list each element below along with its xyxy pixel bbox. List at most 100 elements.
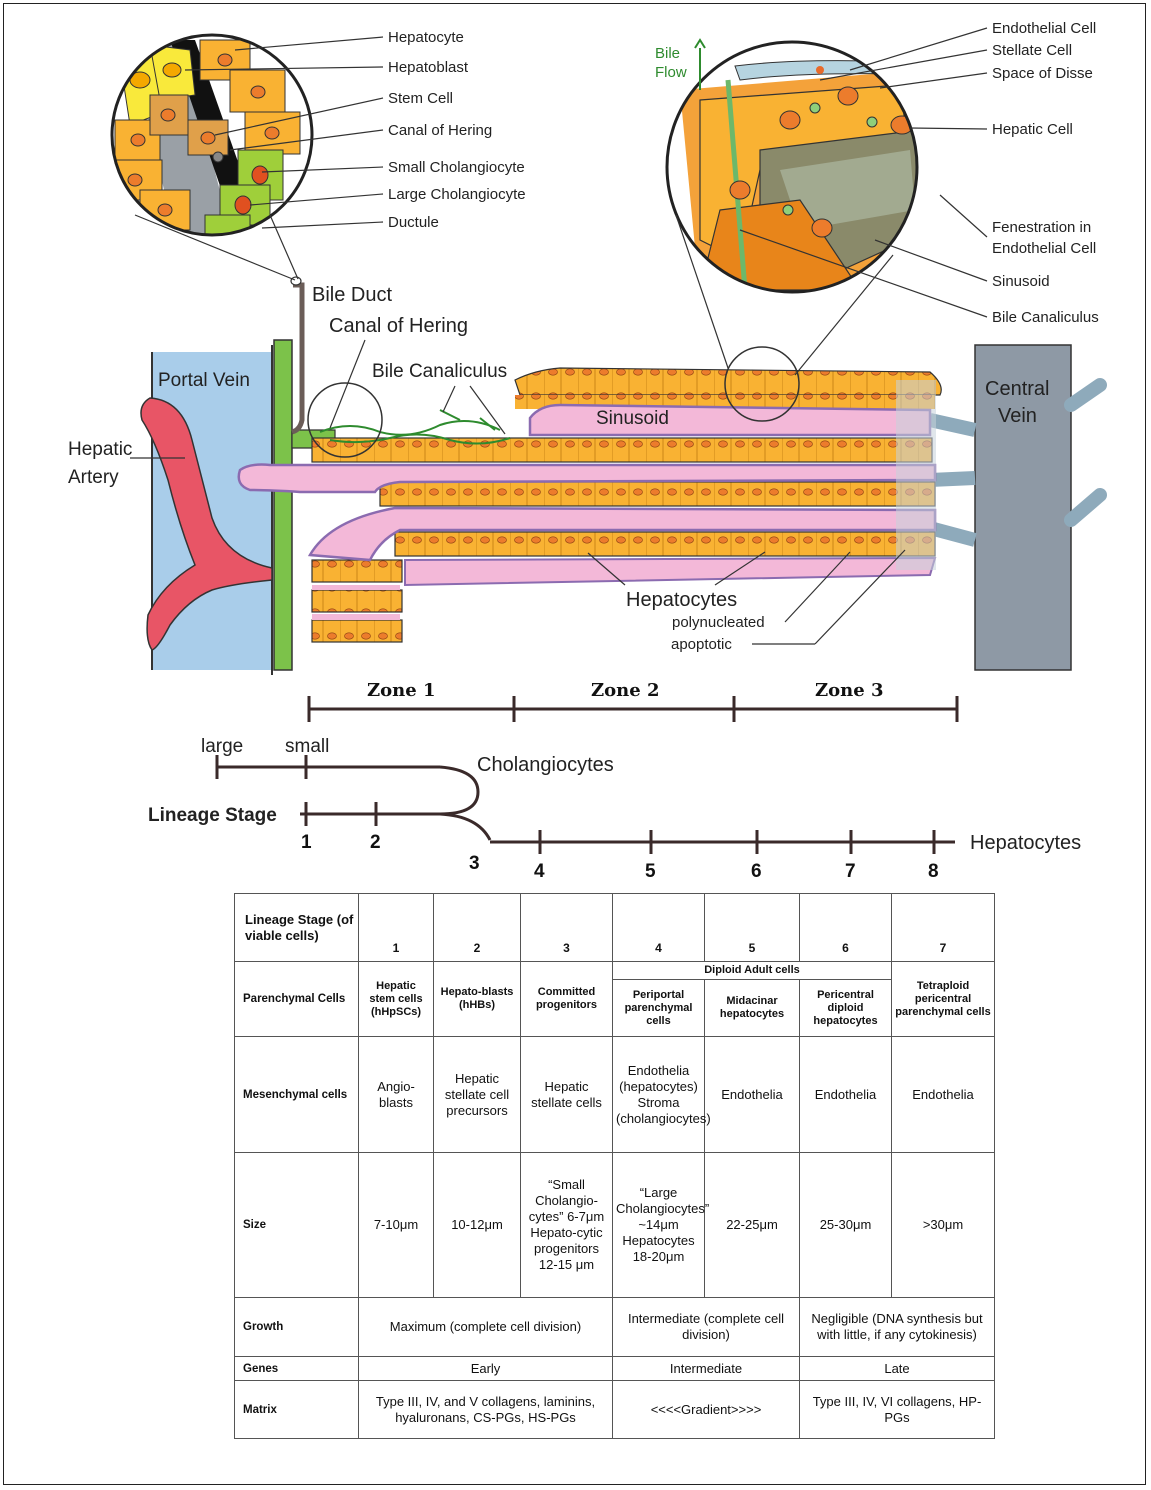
cell-parenchymal-7: Tetraploid pericentral parenchymal cells: [892, 962, 995, 1037]
sinusoids: [239, 405, 935, 620]
large-label: large: [201, 736, 243, 757]
table-row: Lineage Stage (of viable cells) 1 2 3 4 …: [235, 894, 995, 962]
cell-mesenchymal-2: Hepatic stellate cell precursors: [434, 1037, 521, 1153]
stage-6: 6: [751, 861, 762, 882]
cell-matrix-late: Type III, IV, VI collagens, HP-PGs: [800, 1381, 995, 1439]
cholangiocytes-label: Cholangiocytes: [477, 754, 614, 776]
cell-genes-intermediate: Intermediate: [613, 1357, 800, 1381]
small-label: small: [285, 736, 329, 757]
table-stage-2: 2: [434, 894, 521, 962]
left-inset: [110, 35, 320, 245]
bile-canaliculus-label: Bile Canaliculus: [372, 361, 507, 382]
label-large-cholangiocyte: Large Cholangiocyte: [388, 186, 526, 203]
cell-parenchymal-5: Midacinar hepatocytes: [705, 980, 800, 1037]
lineage-table: Lineage Stage (of viable cells) 1 2 3 4 …: [234, 893, 995, 1439]
cell-mesenchymal-5: Endothelia: [705, 1037, 800, 1153]
table-stage-6: 6: [800, 894, 892, 962]
cell-size-7: >30μm: [892, 1153, 995, 1298]
cell-matrix-early: Type III, IV, and V collagens, laminins,…: [359, 1381, 613, 1439]
table-row: Parenchymal Cells Hepatic stem cells (hH…: [235, 962, 995, 980]
canal-of-hering-label: Canal of Hering: [329, 315, 468, 337]
cell-mesenchymal-1: Angio-blasts: [359, 1037, 434, 1153]
table-stage-7: 7: [892, 894, 995, 962]
label-stem-cell: Stem Cell: [388, 90, 453, 107]
cell-mesenchymal-7: Endothelia: [892, 1037, 995, 1153]
row-label-genes: Genes: [235, 1357, 359, 1381]
stage-2: 2: [370, 832, 381, 853]
stage-8: 8: [928, 861, 939, 882]
stage-1: 1: [301, 832, 312, 853]
cell-parenchymal-6: Pericentral diploid hepatocytes: [800, 980, 892, 1037]
cell-size-3: “Small Cholangio-cytes” 6-7μm Hepato-cyt…: [521, 1153, 613, 1298]
label-small-cholangiocyte: Small Cholangiocyte: [388, 159, 525, 176]
label-endothelial-cell: Endothelial Cell: [992, 20, 1096, 37]
liver-lobule-diagram: Portal Vein Hepatic Artery Central Vein: [0, 0, 1151, 890]
label-fenestration-in: Fenestration in: [992, 219, 1091, 236]
hepatocytes-lineage-label: Hepatocytes: [970, 832, 1081, 854]
cell-size-2: 10-12μm: [434, 1153, 521, 1298]
hepatic-artery-label: Hepatic Artery: [68, 439, 138, 488]
cell-growth-early: Maximum (complete cell division): [359, 1298, 613, 1357]
label-stellate-cell: Stellate Cell: [992, 42, 1072, 59]
label-bile-canaliculus-inset: Bile Canaliculus: [992, 309, 1099, 326]
apoptotic-label: apoptotic: [671, 636, 732, 653]
cell-parenchymal-4: Periportal parenchymal cells: [613, 980, 705, 1037]
table-row: Size 7-10μm 10-12μm “Small Cholangio-cyt…: [235, 1153, 995, 1298]
table-stage-4: 4: [613, 894, 705, 962]
cell-parenchymal-2: Hepato-blasts (hHBs): [434, 962, 521, 1037]
bile-flow-label: Bile Flow: [655, 45, 687, 81]
cell-mesenchymal-6: Endothelia: [800, 1037, 892, 1153]
label-fenestration-endothelial-cell: Endothelial Cell: [992, 240, 1096, 257]
cell-growth-late: Negligible (DNA synthesis but with littl…: [800, 1298, 995, 1357]
cell-growth-intermediate: Intermediate (complete cell division): [613, 1298, 800, 1357]
bile-duct: [274, 340, 292, 670]
table-row: Growth Maximum (complete cell division) …: [235, 1298, 995, 1357]
zone-3-label: Zone 3: [815, 680, 883, 701]
cell-genes-early: Early: [359, 1357, 613, 1381]
polynucleated-label: polynucleated: [672, 614, 765, 631]
zone-1-label: Zone 1: [367, 680, 435, 701]
lineage-stage-title: Lineage Stage: [148, 805, 277, 826]
zone-2-label: Zone 2: [591, 680, 659, 701]
cell-parenchymal-3: Committed progenitors: [521, 962, 613, 1037]
bile-duct-label: Bile Duct: [312, 284, 392, 306]
cell-size-4: “Large Cholangiocytes” ~14μm Hepatocytes…: [613, 1153, 705, 1298]
cell-matrix-gradient: <<<<Gradient>>>>: [613, 1381, 800, 1439]
sinusoid-label: Sinusoid: [596, 408, 669, 429]
hepatocytes-label: Hepatocytes: [626, 589, 737, 611]
cell-size-5: 22-25μm: [705, 1153, 800, 1298]
label-sinusoid-inset: Sinusoid: [992, 273, 1050, 290]
stage-4: 4: [534, 861, 545, 882]
cell-size-1: 7-10μm: [359, 1153, 434, 1298]
table-row: Matrix Type III, IV, and V collagens, la…: [235, 1381, 995, 1439]
label-canal-of-hering: Canal of Hering: [388, 122, 492, 139]
row-label-mesenchymal: Mesenchymal cells: [235, 1037, 359, 1153]
label-ductule: Ductule: [388, 214, 439, 231]
table-row: Genes Early Intermediate Late: [235, 1357, 995, 1381]
table-stage-5: 5: [705, 894, 800, 962]
label-hepatic-cell: Hepatic Cell: [992, 121, 1073, 138]
row-label-size: Size: [235, 1153, 359, 1298]
label-space-of-disse: Space of Disse: [992, 65, 1093, 82]
right-inset: [667, 42, 935, 300]
table-header-label: Lineage Stage (of viable cells): [235, 894, 359, 962]
cell-mesenchymal-3: Hepatic stellate cells: [521, 1037, 613, 1153]
stage-5: 5: [645, 861, 656, 882]
cell-size-6: 25-30μm: [800, 1153, 892, 1298]
cell-parenchymal-1: Hepatic stem cells (hHpSCs): [359, 962, 434, 1037]
table-row: Mesenchymal cells Angio-blasts Hepatic s…: [235, 1037, 995, 1153]
cell-diploid-group: Diploid Adult cells: [613, 962, 892, 980]
portal-vein-label: Portal Vein: [158, 370, 250, 391]
cell-genes-late: Late: [800, 1357, 995, 1381]
stage-7: 7: [845, 861, 856, 882]
row-label-growth: Growth: [235, 1298, 359, 1357]
row-label-matrix: Matrix: [235, 1381, 359, 1439]
row-label-parenchymal: Parenchymal Cells: [235, 962, 359, 1037]
label-hepatocyte: Hepatocyte: [388, 29, 464, 46]
stage-3: 3: [469, 853, 480, 874]
table-stage-1: 1: [359, 894, 434, 962]
label-hepatoblast: Hepatoblast: [388, 59, 469, 76]
cell-mesenchymal-4: Endothelia (hepatocytes) Stroma (cholang…: [613, 1037, 705, 1153]
table-stage-3: 3: [521, 894, 613, 962]
